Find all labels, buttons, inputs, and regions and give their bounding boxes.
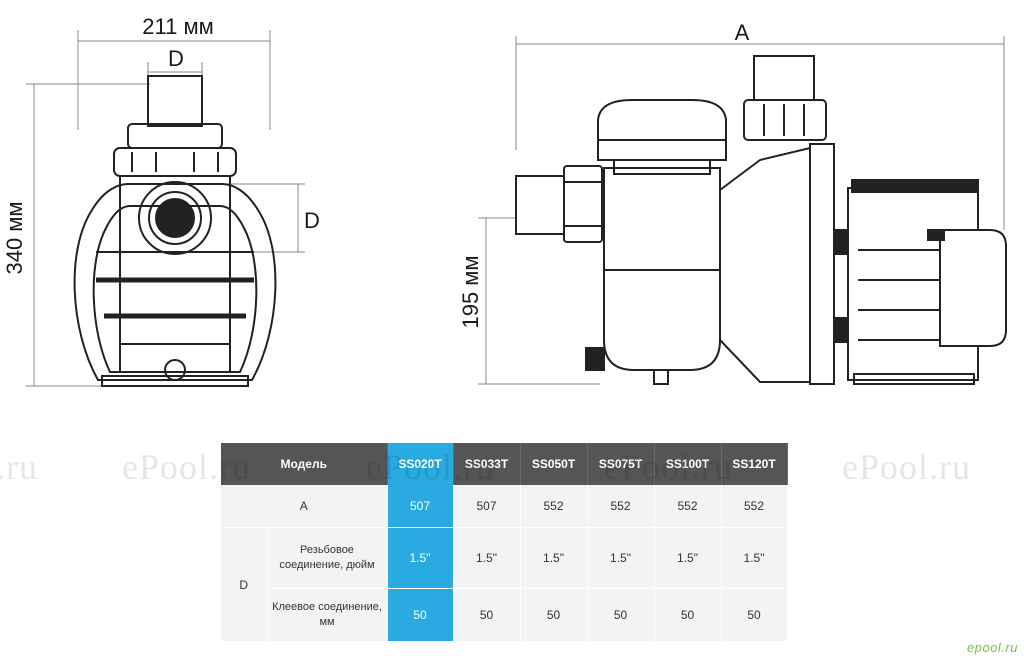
d-dimension-label-top: D bbox=[168, 46, 184, 71]
model-header-ss033t: SS033T bbox=[453, 443, 521, 485]
width-dimension-label: 211 мм bbox=[142, 14, 213, 39]
corner-logo: epool.ru bbox=[967, 640, 1018, 655]
specification-table: Модель SS020T SS033T SS050T SS075T SS100… bbox=[221, 443, 788, 642]
watermark: ePool.ru bbox=[842, 447, 971, 487]
row-label-a: A bbox=[221, 485, 388, 528]
table-cell: 507 bbox=[453, 485, 521, 528]
group-label-d: D bbox=[221, 527, 268, 642]
model-header-ss120t: SS120T bbox=[721, 443, 788, 485]
table-cell: 50 bbox=[587, 588, 655, 642]
table-row-thread: D Резьбовое соединение, дюйм 1.5" 1.5" 1… bbox=[221, 527, 788, 642]
watermark-fragment: .ru bbox=[0, 447, 38, 487]
table-cell: 552 bbox=[654, 485, 722, 528]
model-header-ss100t: SS100T bbox=[654, 443, 722, 485]
model-header-ss075t: SS075T bbox=[587, 443, 655, 485]
table-cell: 1.5" bbox=[520, 527, 588, 589]
side-height-dimension-label: 195 мм bbox=[458, 255, 483, 328]
table-cell: 50 bbox=[387, 588, 454, 642]
model-header-ss050t: SS050T bbox=[520, 443, 588, 485]
height-dimension-label: 340 мм bbox=[2, 201, 27, 274]
row-label-glue: Клеевое соединение, мм bbox=[267, 588, 388, 642]
table-cell: 1.5" bbox=[654, 527, 722, 589]
model-header-ss020t: SS020T bbox=[387, 443, 454, 485]
table-cell: 507 bbox=[387, 485, 454, 528]
pump-drawings: 211 мм D D 340 мм A 195 мм bbox=[2, 14, 1007, 387]
table-cell: 50 bbox=[654, 588, 722, 642]
table-cell: 1.5" bbox=[721, 527, 788, 589]
d-dimension-label-right: D bbox=[304, 208, 320, 233]
table-cell: 1.5" bbox=[587, 527, 655, 589]
table-header-row: Модель SS020T SS033T SS050T SS075T SS100… bbox=[221, 443, 788, 485]
table-cell: 50 bbox=[721, 588, 788, 642]
table-cell: 552 bbox=[520, 485, 588, 528]
table-cell: 1.5" bbox=[387, 527, 454, 589]
table-row-glue: Клеевое соединение, мм 50 50 50 50 50 50 bbox=[221, 588, 788, 642]
front-view-drawing bbox=[26, 30, 305, 387]
model-header: Модель bbox=[221, 443, 388, 485]
table-cell: 50 bbox=[453, 588, 521, 642]
length-dimension-label: A bbox=[735, 20, 750, 45]
row-label-thread: Резьбовое соединение, дюйм bbox=[267, 527, 388, 589]
table-cell: 552 bbox=[587, 485, 655, 528]
table-cell: 552 bbox=[721, 485, 788, 528]
table-row-a: A 507 507 552 552 552 552 bbox=[221, 485, 788, 528]
table-cell: 1.5" bbox=[453, 527, 521, 589]
side-view-drawing bbox=[478, 36, 1007, 385]
table-cell: 50 bbox=[520, 588, 588, 642]
